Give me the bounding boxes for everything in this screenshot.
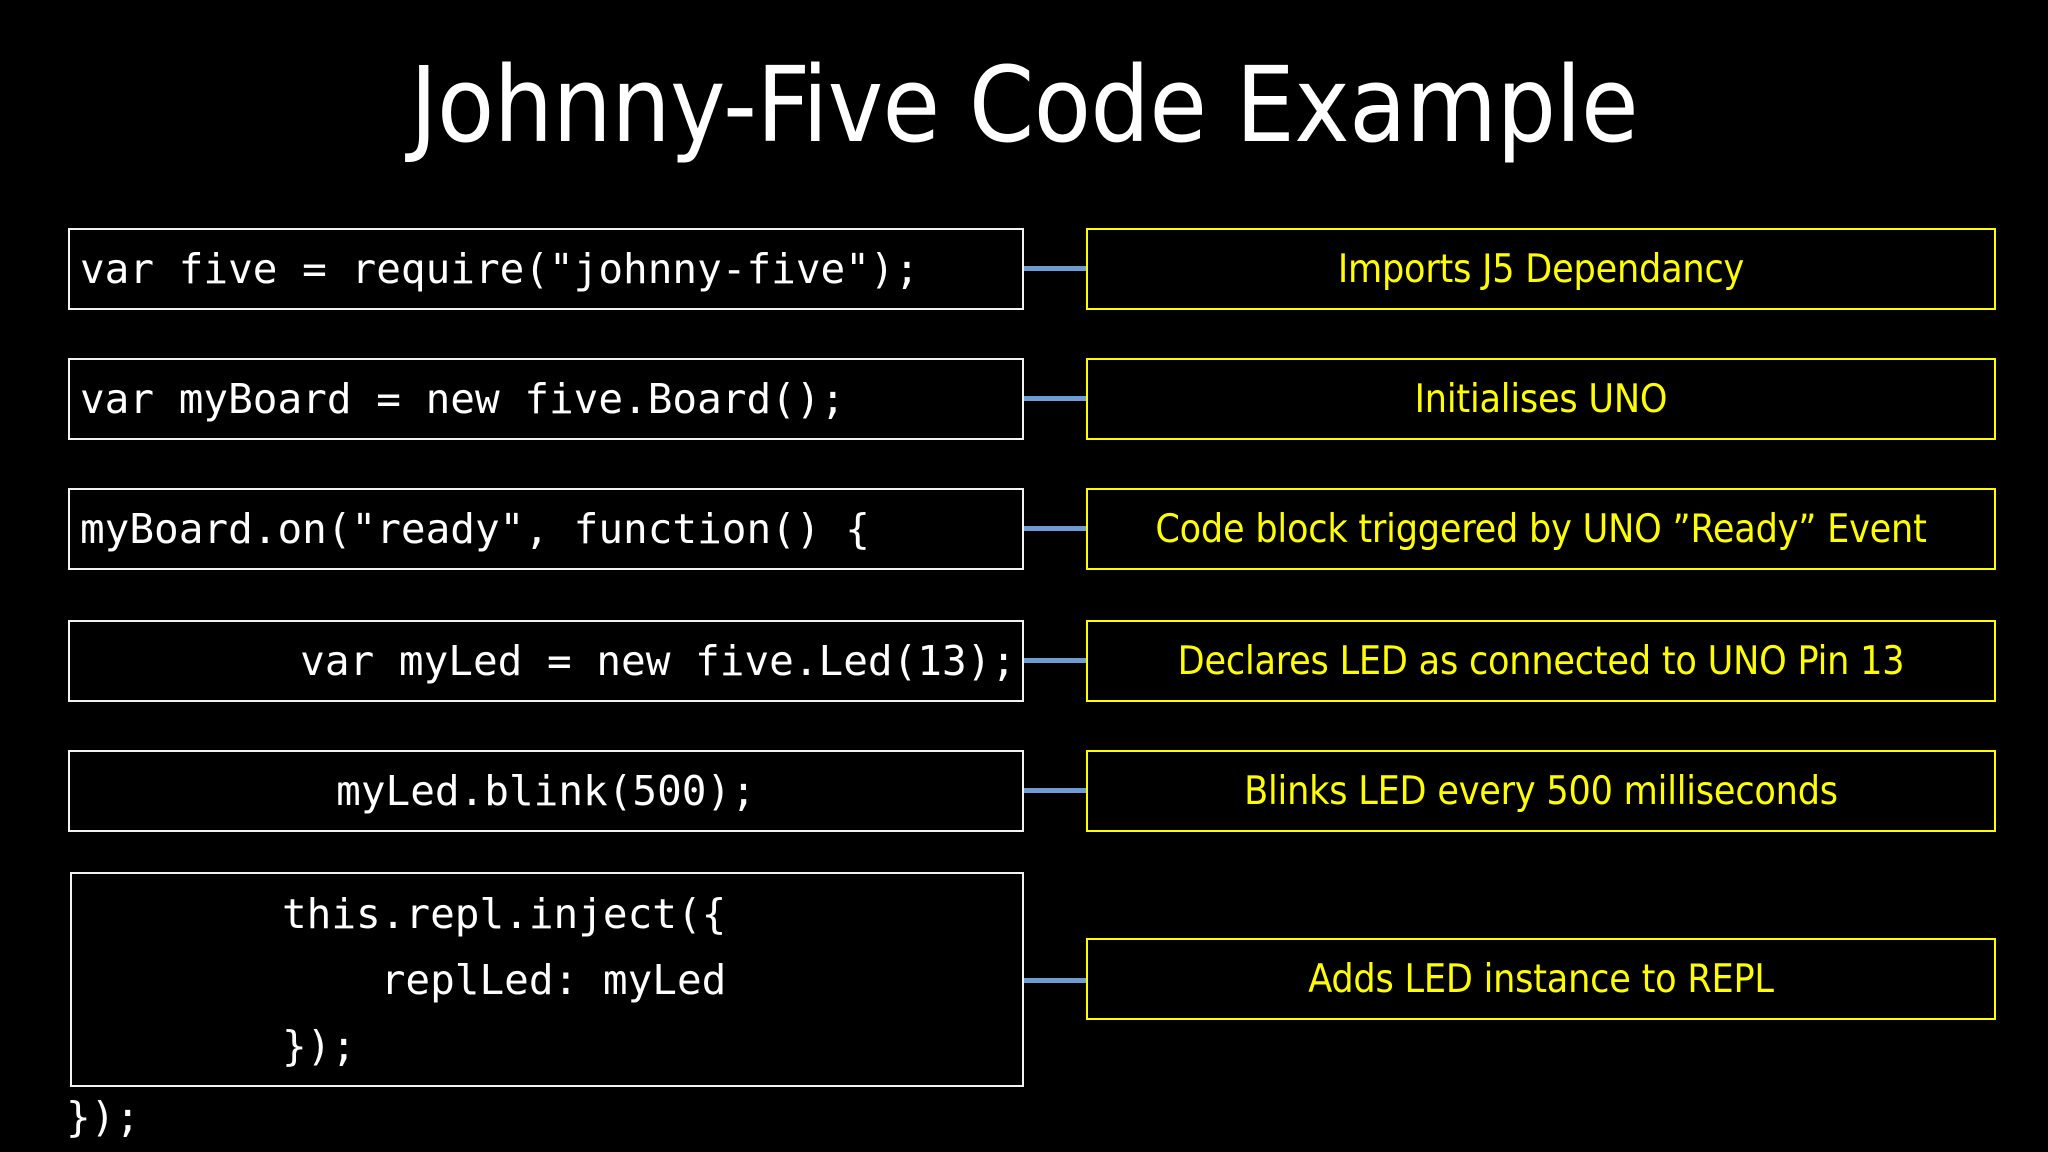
- code-tail-line: });: [66, 1093, 141, 1141]
- code-box-repl: this.repl.inject({ replLed: myLed });: [70, 872, 1024, 1087]
- code-line: var myLed = new five.Led(13);: [300, 637, 1016, 685]
- connector-line-board: [1024, 396, 1086, 401]
- connector-line-led: [1024, 658, 1086, 663]
- note-box-blink: Blinks LED every 500 milliseconds: [1086, 750, 1996, 832]
- code-line: myBoard.on("ready", function() {: [80, 505, 870, 553]
- connector-line-repl: [1024, 978, 1086, 983]
- connector-line-on-ready: [1024, 526, 1086, 531]
- note-box-repl: Adds LED instance to REPL: [1086, 938, 1996, 1020]
- code-line: replLed: myLed: [282, 955, 727, 1004]
- code-line: this.repl.inject({: [282, 889, 727, 938]
- connector-line-blink: [1024, 788, 1086, 793]
- code-line: var myBoard = new five.Board();: [80, 375, 846, 423]
- code-box-board: var myBoard = new five.Board();: [68, 358, 1024, 440]
- note-box-board: Initialises UNO: [1086, 358, 1996, 440]
- code-box-require: var five = require("johnny-five");: [68, 228, 1024, 310]
- code-line: myLed.blink(500);: [336, 767, 756, 815]
- code-line: });: [282, 1021, 357, 1070]
- page-title: Johnny-Five Code Example: [409, 44, 1639, 166]
- code-box-on-ready: myBoard.on("ready", function() {: [68, 488, 1024, 570]
- code-line: var five = require("johnny-five");: [80, 245, 920, 293]
- note-box-require: Imports J5 Dependancy: [1086, 228, 1996, 310]
- code-box-led: var myLed = new five.Led(13);: [68, 620, 1024, 702]
- code-box-blink: myLed.blink(500);: [68, 750, 1024, 832]
- connector-line-require: [1024, 266, 1086, 271]
- note-box-on-ready: Code block triggered by UNO ”Ready” Even…: [1086, 488, 1996, 570]
- note-box-led: Declares LED as connected to UNO Pin 13: [1086, 620, 1996, 702]
